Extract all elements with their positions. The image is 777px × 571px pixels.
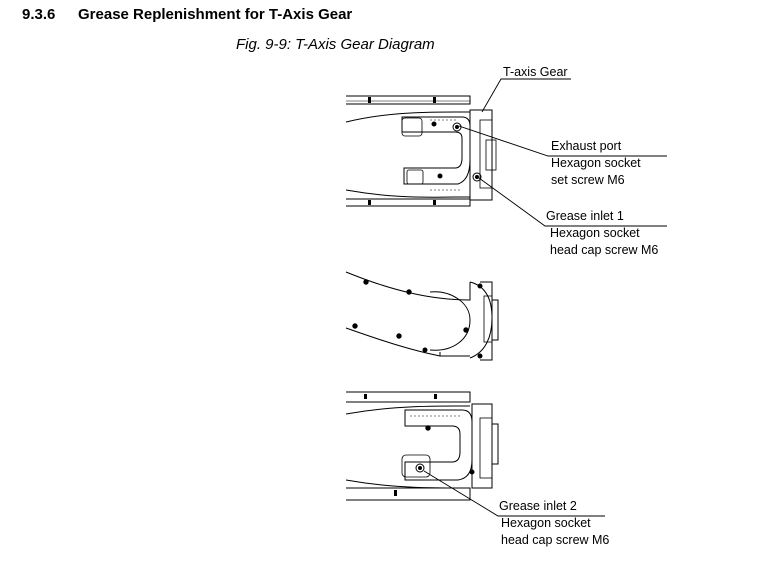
grease-inlet-2-line2: Hexagon socket: [501, 516, 591, 530]
exhaust-port-line1: Exhaust port: [551, 139, 622, 153]
bottom-view-drawing: [345, 391, 499, 501]
section-number: 9.3.6: [22, 6, 56, 23]
grease-inlet-1-line1: Grease inlet 1: [546, 209, 624, 223]
leader-lines: [423, 78, 667, 517]
middle-view-drawing: [345, 271, 499, 361]
grease-inlet-2-line3: head cap screw M6: [501, 533, 610, 547]
t-axis-gear-label: T-axis Gear: [503, 65, 568, 79]
grease-inlet-2-label: Grease inlet 2 Hexagon socket head cap s…: [499, 498, 609, 549]
exhaust-port-line3: set screw M6: [551, 173, 625, 187]
exhaust-port-label: Exhaust port Hexagon socket set screw M6: [551, 138, 641, 189]
figure-caption: Fig. 9-9: T-Axis Gear Diagram: [236, 36, 435, 53]
grease-inlet-1-line3: head cap screw M6: [550, 243, 659, 257]
section-title: Grease Replenishment for T-Axis Gear: [78, 6, 353, 23]
exhaust-port-line2: Hexagon socket: [551, 156, 641, 170]
grease-inlet-2-line1: Grease inlet 2: [499, 499, 577, 513]
top-view-drawing: [345, 95, 497, 207]
grease-inlet-1-label: Grease inlet 1 Hexagon socket head cap s…: [546, 208, 658, 259]
grease-inlet-1-line2: Hexagon socket: [550, 226, 640, 240]
